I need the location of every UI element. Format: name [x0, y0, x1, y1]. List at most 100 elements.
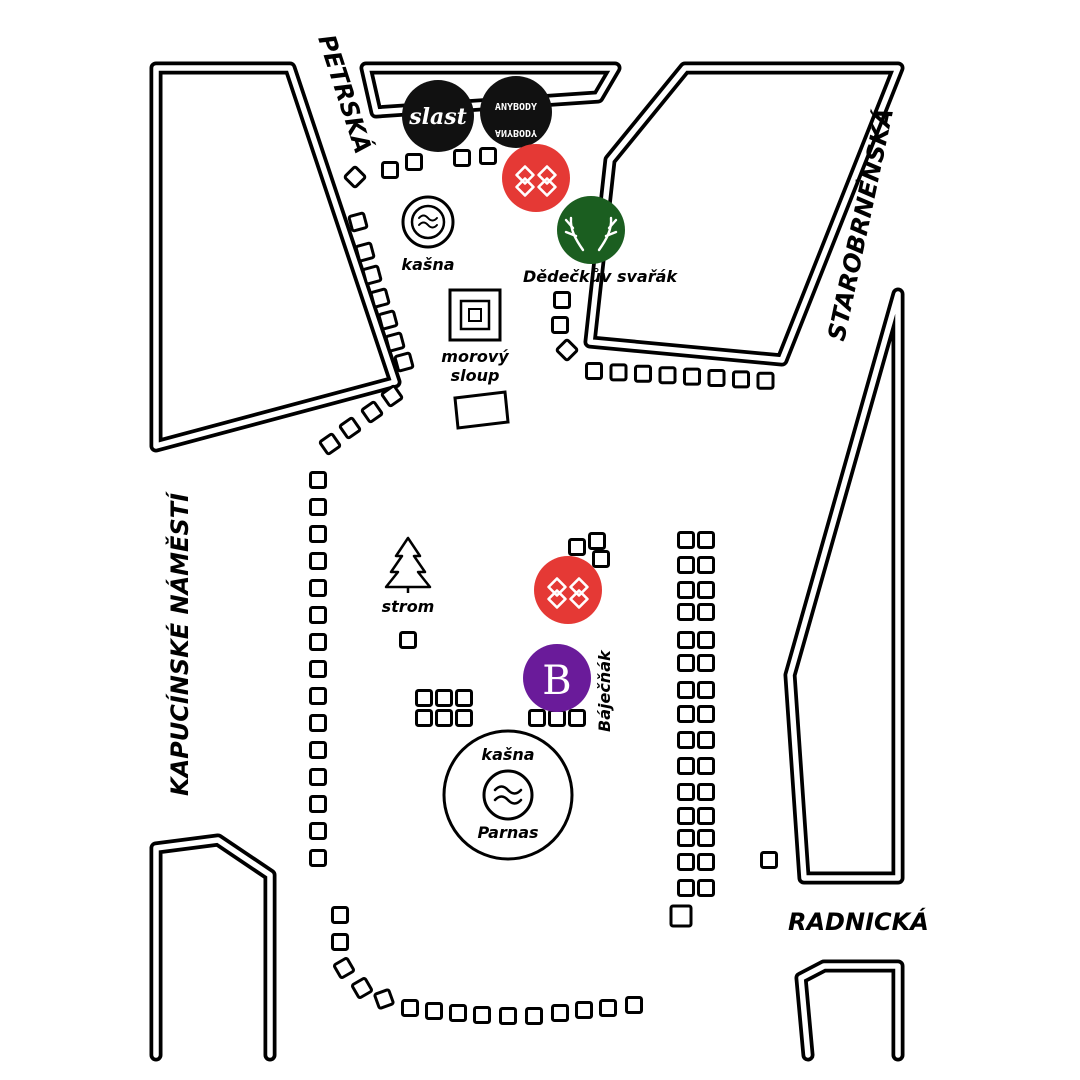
market-stall[interactable] — [677, 829, 695, 847]
vendor-dedeckuv-svarak[interactable] — [557, 196, 625, 264]
market-stall[interactable] — [309, 552, 327, 570]
market-stall[interactable] — [331, 906, 349, 924]
market-stall[interactable] — [360, 400, 384, 424]
market-stall[interactable] — [677, 783, 695, 801]
market-stall[interactable] — [677, 731, 695, 749]
market-stall[interactable] — [347, 211, 369, 233]
market-stall[interactable] — [499, 1007, 517, 1025]
market-stall[interactable] — [677, 807, 695, 825]
tree-icon[interactable] — [384, 536, 432, 593]
market-stall[interactable] — [697, 731, 715, 749]
market-stall[interactable] — [677, 757, 695, 775]
fountain-top[interactable] — [401, 195, 455, 249]
market-stall[interactable] — [399, 631, 417, 649]
market-stall[interactable] — [309, 849, 327, 867]
market-stall[interactable] — [384, 331, 406, 353]
market-stall[interactable] — [677, 556, 695, 574]
market-stall[interactable] — [634, 364, 652, 383]
market-stall[interactable] — [677, 853, 695, 871]
market-stall[interactable] — [309, 471, 327, 489]
market-stall[interactable] — [332, 956, 356, 980]
market-stall[interactable] — [309, 768, 327, 786]
market-stall[interactable] — [683, 367, 701, 386]
market-stall[interactable] — [309, 579, 327, 597]
market-stall[interactable] — [309, 687, 327, 705]
market-stall[interactable] — [309, 795, 327, 813]
market-stall[interactable] — [309, 606, 327, 624]
market-stall[interactable] — [551, 1004, 569, 1022]
market-stall[interactable] — [585, 362, 603, 380]
market-stall[interactable] — [551, 316, 569, 334]
market-stall[interactable] — [425, 1002, 443, 1020]
market-stall[interactable] — [479, 147, 497, 165]
market-stall[interactable] — [697, 581, 715, 599]
market-stall[interactable] — [401, 999, 419, 1017]
market-stall[interactable] — [373, 988, 395, 1010]
market-stall[interactable] — [677, 705, 695, 723]
market-stall[interactable] — [361, 264, 383, 286]
market-stall[interactable] — [568, 538, 586, 556]
market-stall[interactable] — [309, 741, 327, 759]
market-stall[interactable] — [449, 1004, 467, 1022]
market-stall[interactable] — [309, 660, 327, 678]
market-stall[interactable] — [677, 531, 695, 549]
market-stall[interactable] — [309, 525, 327, 543]
market-stall[interactable] — [592, 550, 610, 568]
market-stall[interactable] — [677, 581, 695, 599]
market-stall[interactable] — [609, 363, 628, 382]
market-stall[interactable] — [381, 161, 399, 179]
market-stall[interactable] — [309, 714, 327, 732]
market-stall[interactable] — [455, 689, 473, 707]
market-stall[interactable] — [453, 149, 471, 167]
vendor-red-top[interactable] — [502, 144, 570, 212]
market-stall[interactable] — [625, 996, 643, 1014]
market-stall[interactable] — [473, 1006, 491, 1024]
market-stall[interactable] — [697, 807, 715, 825]
market-stall[interactable] — [309, 822, 327, 840]
market-stall[interactable] — [732, 370, 750, 389]
market-stall[interactable] — [599, 999, 617, 1017]
vendor-bajecnak[interactable]: B — [523, 644, 591, 712]
fountain-parnas[interactable] — [442, 729, 574, 861]
market-stall[interactable] — [697, 531, 715, 549]
market-stall[interactable] — [415, 689, 433, 707]
market-stall[interactable] — [338, 416, 362, 440]
market-stall[interactable] — [677, 654, 695, 672]
market-stall[interactable] — [415, 709, 433, 727]
market-stall[interactable] — [669, 904, 693, 928]
market-stall[interactable] — [756, 371, 775, 390]
market-stall[interactable] — [553, 291, 571, 309]
market-stall[interactable] — [309, 633, 327, 651]
market-stall[interactable] — [697, 654, 715, 672]
market-stall[interactable] — [435, 689, 453, 707]
market-stall[interactable] — [697, 705, 715, 723]
market-stall[interactable] — [405, 153, 423, 171]
market-stall[interactable] — [343, 165, 367, 189]
market-stall[interactable] — [677, 879, 695, 897]
market-stall[interactable] — [318, 432, 342, 456]
market-stall[interactable] — [697, 631, 715, 649]
market-stall[interactable] — [697, 783, 715, 801]
vendor-anybody[interactable]: ANYBODY ANYBODY — [480, 76, 552, 148]
market-stall[interactable] — [697, 829, 715, 847]
market-stall[interactable] — [455, 709, 473, 727]
market-stall[interactable] — [377, 309, 399, 331]
market-stall[interactable] — [677, 631, 695, 649]
market-stall[interactable] — [697, 853, 715, 871]
market-stall[interactable] — [697, 757, 715, 775]
market-stall[interactable] — [309, 498, 327, 516]
market-stall[interactable] — [760, 851, 778, 869]
market-stall[interactable] — [528, 709, 546, 727]
vendor-slast[interactable]: slast — [402, 80, 474, 152]
market-stall[interactable] — [548, 709, 566, 727]
market-stall[interactable] — [707, 369, 726, 387]
market-stall[interactable] — [697, 556, 715, 574]
market-stall[interactable] — [697, 879, 715, 897]
market-stall[interactable] — [354, 241, 376, 263]
market-stall[interactable] — [331, 933, 349, 951]
market-stall[interactable] — [677, 681, 695, 699]
market-stall[interactable] — [677, 603, 695, 621]
market-stall[interactable] — [435, 709, 453, 727]
market-stall[interactable] — [369, 287, 391, 309]
market-stall[interactable] — [525, 1007, 543, 1025]
